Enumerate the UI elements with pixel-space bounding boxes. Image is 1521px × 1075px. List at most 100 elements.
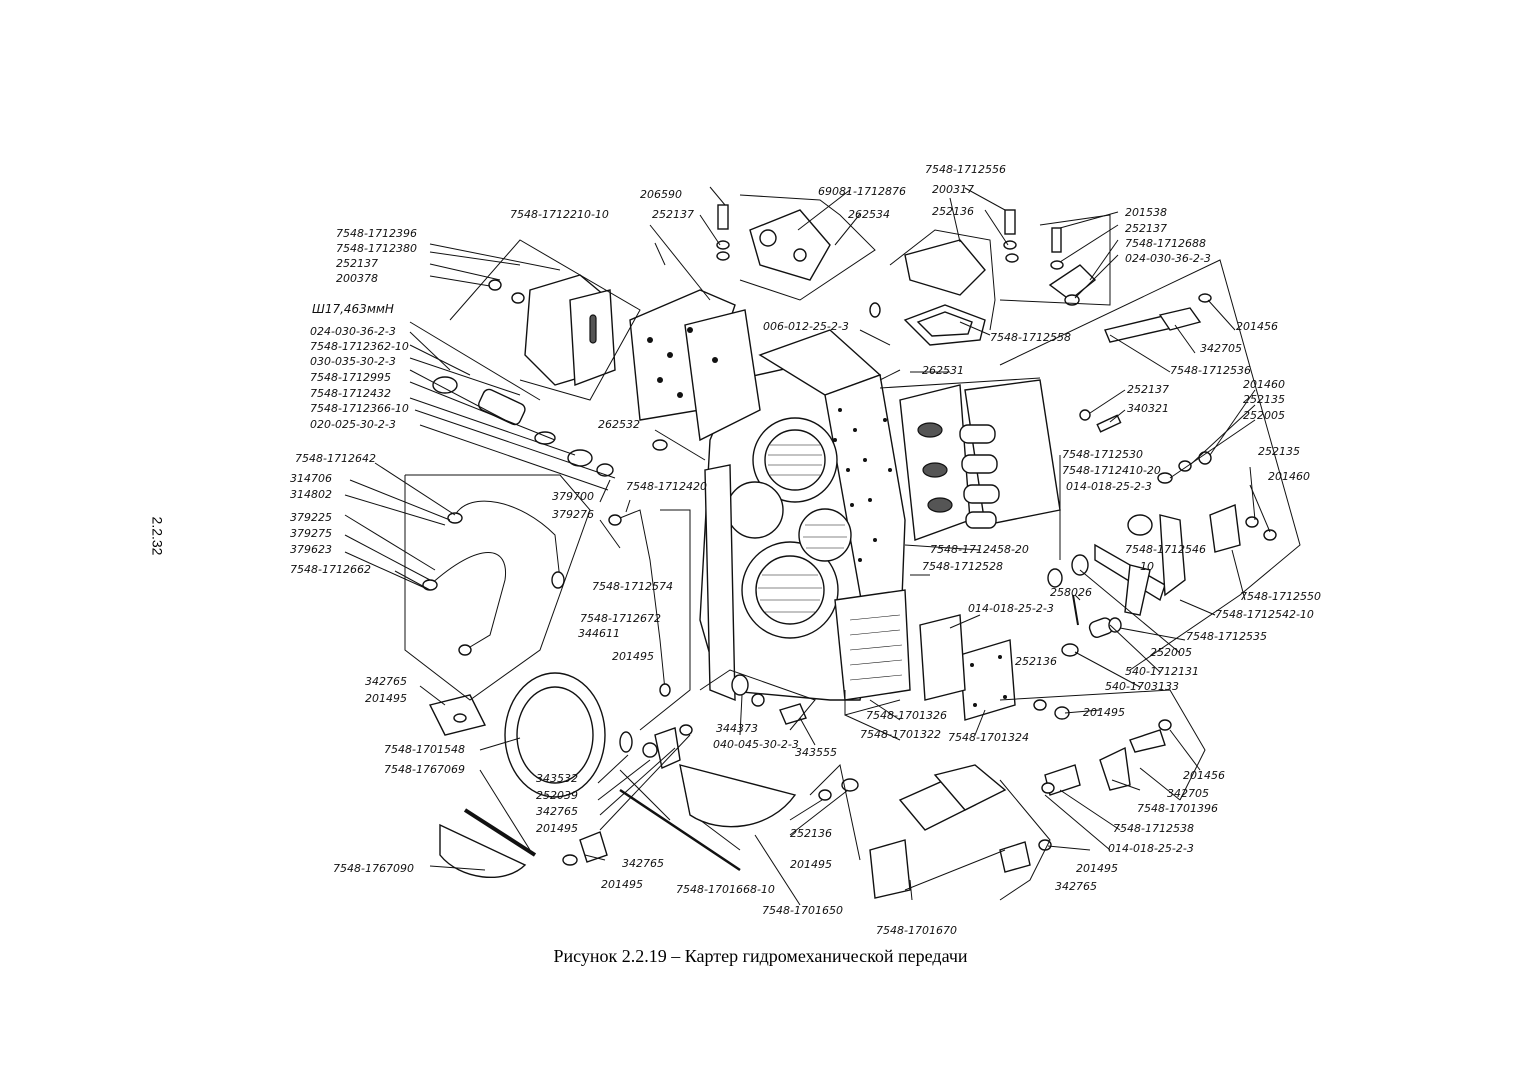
part-label: 7548-1712558	[990, 331, 1071, 344]
part-label: 7548-1712458-20	[930, 543, 1029, 556]
part-label: 69081-1712876	[818, 185, 906, 198]
part-label: 7548-1712662	[290, 563, 371, 576]
part-label: 252136	[1015, 655, 1057, 668]
part-label: 7548-1712542-10	[1215, 608, 1314, 621]
part-label: 314802	[290, 488, 332, 501]
part-label: 014-018-25-2-3	[968, 602, 1054, 615]
part-label: 201460	[1243, 378, 1285, 391]
part-label: 379700	[552, 490, 594, 503]
part-label: 342705	[1167, 787, 1209, 800]
part-label: 7548-1712380	[336, 242, 417, 255]
part-label: 024-030-36-2-3	[1125, 252, 1211, 265]
part-label: 7548-1701326	[866, 709, 947, 722]
part-label: 252136	[790, 827, 832, 840]
figure-caption: Рисунок 2.2.19 – Картер гидромеханическо…	[553, 946, 968, 966]
part-label: 379276	[552, 508, 594, 521]
part-label: 7548-1712420	[626, 480, 707, 493]
part-label: 262534	[848, 208, 890, 221]
part-label: 252137	[652, 208, 694, 221]
part-label: 201495	[1083, 706, 1125, 719]
part-label: 201456	[1236, 320, 1278, 333]
part-label: 379623	[290, 543, 332, 556]
part-label: 314706	[290, 472, 332, 485]
part-label: 201495	[365, 692, 407, 705]
part-label: 7548-1712550	[1240, 590, 1321, 603]
part-label: 7548-1767090	[333, 862, 414, 875]
part-label: 7548-1701650	[762, 904, 843, 917]
part-label: 342765	[1055, 880, 1097, 893]
part-label: 252005	[1243, 409, 1285, 422]
part-label: 7548-1712432	[310, 387, 391, 400]
part-label: 262531	[922, 364, 964, 377]
part-labels: 7548-1712556 206590 69081-1712876 200317…	[290, 163, 1321, 937]
part-label: 201495	[536, 822, 578, 835]
part-label: 540-1712131	[1125, 665, 1199, 678]
part-label: 7548-1712574	[592, 580, 673, 593]
part-label: 262532	[598, 418, 640, 431]
part-label: 7548-1712688	[1125, 237, 1206, 250]
part-label: 252137	[336, 257, 378, 270]
part-label: 014-018-25-2-3	[1066, 480, 1152, 493]
part-label: 7548-1701396	[1137, 802, 1218, 815]
part-label: 379225	[290, 511, 332, 524]
part-label: 024-030-36-2-3	[310, 325, 396, 338]
part-label: 252135	[1258, 445, 1300, 458]
part-label: 7548-1712538	[1113, 822, 1194, 835]
part-label: 014-018-25-2-3	[1108, 842, 1194, 855]
part-label: 252039	[536, 789, 578, 802]
valve-body-assembly	[899, 379, 1061, 541]
part-label: 344373	[716, 722, 758, 735]
part-label: 201460	[1268, 470, 1310, 483]
part-label: 7548-1712535	[1186, 630, 1267, 643]
part-label: 340321	[1127, 402, 1169, 415]
part-label: 252137	[1127, 383, 1169, 396]
part-label: 342765	[365, 675, 407, 688]
part-label: 7548-1712546	[1125, 543, 1206, 556]
part-label: 7548-1701324	[948, 731, 1029, 744]
part-label: 343532	[536, 772, 578, 785]
part-label: 7548-1701670	[876, 924, 957, 937]
part-label: Ш17,463ммН	[312, 302, 394, 316]
part-label: 342765	[536, 805, 578, 818]
part-label: 201456	[1183, 769, 1225, 782]
part-label: 7548-1712210-10	[510, 208, 609, 221]
part-label: 7548-1712366-10	[310, 402, 409, 415]
part-label: 006-012-25-2-3	[763, 320, 849, 333]
part-label: 7548-1712410-20	[1062, 464, 1161, 477]
part-label: 201538	[1125, 206, 1167, 219]
part-label: 10	[1140, 560, 1154, 573]
part-label: 7548-1712528	[922, 560, 1003, 573]
leader-lines	[344, 186, 1301, 906]
part-label: 252137	[1125, 222, 1167, 235]
part-label: 7548-1712642	[295, 452, 376, 465]
part-label: 201495	[601, 878, 643, 891]
part-label: 206590	[640, 188, 682, 201]
right-lower-parts	[869, 409, 1277, 899]
part-label: 201495	[1076, 862, 1118, 875]
part-label: 252135	[1243, 393, 1285, 406]
page-number: 2.2.32	[149, 516, 166, 556]
part-label: 342765	[622, 857, 664, 870]
part-label: 201495	[790, 858, 832, 871]
part-label: 7548-1712672	[580, 612, 661, 625]
part-label: 258026	[1050, 586, 1092, 599]
part-label: 7548-1712396	[336, 227, 417, 240]
part-label: 343555	[795, 746, 837, 759]
part-label: 7548-1767069	[384, 763, 465, 776]
left-side-parts	[422, 274, 859, 878]
part-label: 7548-1712995	[310, 371, 391, 384]
part-label: 7548-1712536	[1170, 364, 1251, 377]
part-label: 7548-1701668-10	[676, 883, 775, 896]
transmission-housing	[699, 329, 911, 702]
part-label: 200378	[336, 272, 378, 285]
part-label: 7548-1701548	[384, 743, 465, 756]
part-label: 200317	[932, 183, 974, 196]
part-label: 7548-1712530	[1062, 448, 1143, 461]
part-label: 7548-1701322	[860, 728, 941, 741]
part-label: 344611	[578, 627, 620, 640]
part-label: 7548-1712556	[925, 163, 1006, 176]
part-label: 379275	[290, 527, 332, 540]
part-label: 7548-1712362-10	[310, 340, 409, 353]
part-label: 201495	[612, 650, 654, 663]
